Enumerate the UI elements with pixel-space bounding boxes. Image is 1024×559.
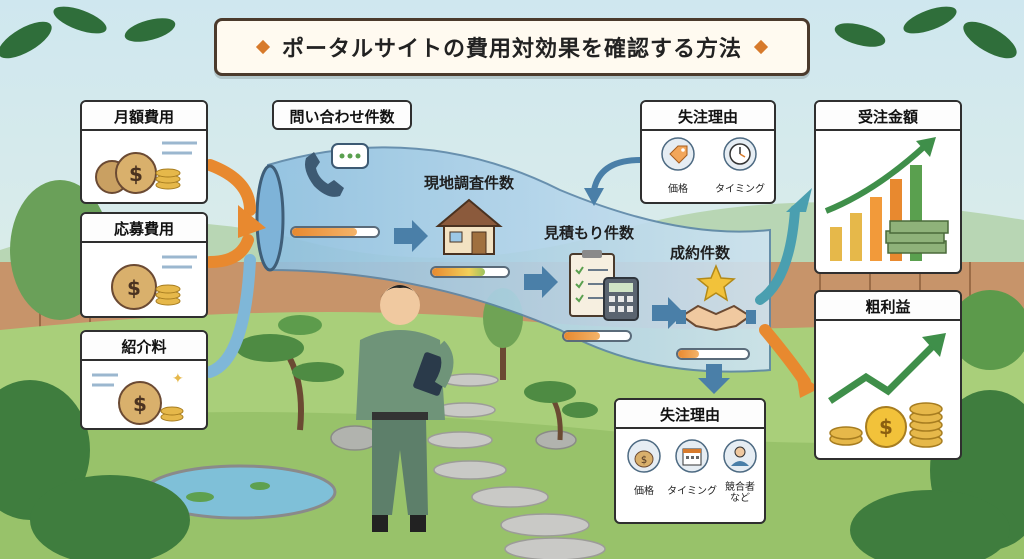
calendar-icon (675, 439, 709, 473)
svg-text:$: $ (133, 392, 147, 416)
title-banner: ポータルサイトの費用対効果を確認する方法 (214, 18, 810, 76)
page-title: ポータルサイトの費用対効果を確認する方法 (281, 37, 742, 62)
cost-card-label: 月額費用 (82, 102, 206, 131)
price-tag-icon (661, 137, 695, 171)
lost-reasons-title: 失注理由 (642, 102, 774, 131)
contracts-progress-bar (676, 348, 750, 360)
landscaper-person (356, 285, 454, 532)
lost-reason-label: 価格 (634, 486, 654, 497)
clipboard-calculator-icon (569, 250, 639, 321)
estimates-progress-bar (562, 330, 632, 342)
lost-reason-label: 競合者 など (725, 482, 755, 504)
stepping-stones (427, 373, 606, 559)
handshake-star-icon (676, 264, 756, 332)
money-bag-icon: $ ✦ (92, 371, 184, 425)
cost-card-label: 紹介料 (82, 332, 206, 361)
order-amount-label: 受注金額 (816, 102, 960, 131)
svg-text:$: $ (127, 276, 141, 300)
lost-reason-label: タイミング (667, 486, 717, 497)
cost-flow-arrows (204, 159, 256, 268)
lost-reason-label: 価格 (668, 184, 688, 195)
funnel-mouth (255, 164, 285, 272)
inquiries-progress-fill (292, 228, 357, 236)
phone-chat-icon (305, 143, 369, 197)
site-surveys-progress-fill (432, 268, 486, 276)
estimates-label: 見積もり件数 (544, 224, 635, 242)
site-surveys-label: 現地調査件数 (424, 174, 515, 192)
step-arrows (394, 220, 730, 394)
cost-card-monthly: 月額費用 $ (80, 100, 208, 204)
inquiries-label-box: 問い合わせ件数 (272, 100, 412, 130)
lost-reason-label: タイミング (715, 184, 765, 195)
person-icon (723, 439, 757, 473)
diamond-ornament-icon (753, 39, 769, 55)
house-icon (435, 198, 503, 255)
lost-reasons-top-card: 失注理由 価格 タイミング (640, 100, 776, 204)
gross-profit-label: 粗利益 (816, 292, 960, 321)
lost-reasons-bottom-card: 失注理由 $ 価格 タイミング 競合者 など (614, 398, 766, 524)
funnel-ribbon (267, 146, 771, 373)
clock-icon (723, 137, 757, 171)
small-tree (524, 381, 598, 441)
inquiries-progress-bar (290, 226, 380, 238)
svg-text:$: $ (641, 455, 647, 466)
svg-text:$: $ (129, 162, 143, 186)
cost-card-label: 応募費用 (82, 214, 206, 243)
rising-arrow-coins-icon: $ (828, 333, 946, 448)
contracts-label: 成約件数 (670, 244, 731, 262)
money-bag-icon: $ (627, 439, 661, 473)
svg-text:$: $ (879, 415, 893, 439)
site-surveys-progress-bar (430, 266, 510, 278)
lost-reasons-title: 失注理由 (616, 400, 764, 429)
bonsai-tree (236, 315, 344, 431)
money-bag-icon: $ (95, 141, 197, 194)
diamond-ornament-icon (255, 39, 271, 55)
svg-text:✦: ✦ (172, 371, 184, 387)
money-bag-icon: $ (111, 255, 197, 310)
cost-card-referral: 紹介料 $ ✦ (80, 330, 208, 430)
contracts-progress-fill (678, 350, 699, 358)
estimates-progress-fill (564, 332, 601, 340)
order-amount-card: 受注金額 (814, 100, 962, 274)
inquiries-label: 問い合わせ件数 (274, 102, 410, 128)
cost-card-application: 応募費用 $ (80, 212, 208, 318)
gross-profit-card: 粗利益 $ (814, 290, 962, 460)
bar-chart-cash-icon (824, 137, 949, 261)
